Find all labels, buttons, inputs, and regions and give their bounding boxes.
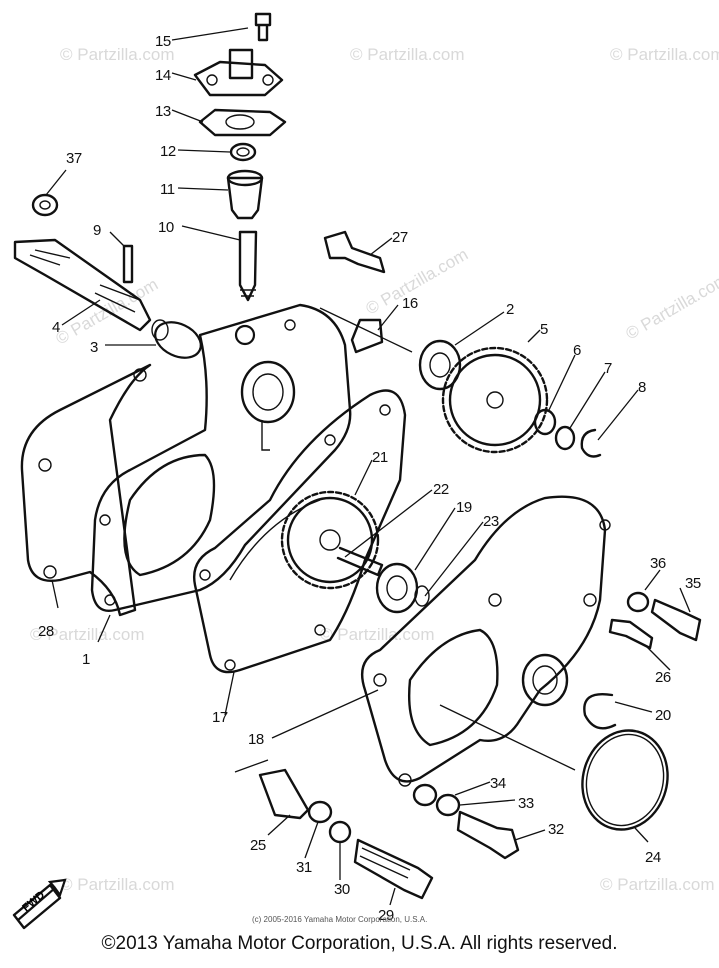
part-gasket-28 (22, 365, 150, 615)
callout-32: 32 (548, 821, 564, 838)
callout-19: 19 (456, 499, 472, 516)
callout-21: 21 (372, 449, 388, 466)
callout-31: 31 (296, 859, 312, 876)
callout-22: 22 (433, 481, 449, 498)
part-oring-24 (571, 721, 678, 839)
watermark: © Partzilla.com (610, 45, 719, 64)
fwd-label: FWD (20, 889, 47, 914)
callout-5: 5 (540, 321, 548, 338)
part-case-1 (92, 305, 350, 611)
callout-14: 14 (155, 67, 171, 84)
callout-26: 26 (655, 669, 671, 686)
callout-23: 23 (483, 513, 499, 530)
part-bottom-fasteners (260, 770, 518, 898)
part-bearing-19 (377, 564, 429, 612)
watermark: © Partzilla.com (600, 875, 715, 894)
part-speedo-stack (195, 14, 285, 300)
part-pin-9 (124, 246, 132, 282)
part-washer-37 (33, 195, 57, 215)
part-bolt-35 (628, 593, 700, 640)
part-bolt-26 (610, 620, 652, 648)
part-bolt-27 (325, 232, 384, 272)
callout-11: 11 (160, 181, 175, 198)
callout-7: 7 (604, 360, 612, 377)
callout-33: 33 (518, 795, 534, 812)
callout-2: 2 (506, 301, 514, 318)
callout-6: 6 (573, 342, 581, 359)
fwd-arrow-icon: FWD (14, 880, 65, 928)
callout-35: 35 (685, 575, 701, 592)
inner-copyright: (c) 2005-2016 Yamaha Motor Corporation, … (252, 915, 427, 924)
callout-3: 3 (90, 339, 98, 356)
callout-16: 16 (402, 295, 418, 312)
part-gear-5 (443, 348, 547, 452)
callout-36: 36 (650, 555, 666, 572)
leader-lines (46, 28, 690, 905)
watermark: © Partzilla.com (60, 875, 175, 894)
part-circlip-20 (584, 694, 615, 728)
callout-labels: 15 14 13 12 11 10 9 37 4 3 27 16 2 5 6 7… (38, 33, 701, 924)
callout-28: 28 (38, 623, 54, 640)
callout-18: 18 (248, 731, 264, 748)
callout-9: 9 (93, 222, 101, 239)
callout-24: 24 (645, 849, 661, 866)
callout-25: 25 (250, 837, 266, 854)
callout-30: 30 (334, 881, 350, 898)
callout-10: 10 (158, 219, 174, 236)
callout-13: 13 (155, 103, 171, 120)
callout-17: 17 (212, 709, 228, 726)
footer-copyright: ©2013 Yamaha Motor Corporation, U.S.A. A… (0, 933, 719, 955)
callout-8: 8 (638, 379, 646, 396)
callout-27: 27 (392, 229, 408, 246)
callout-15: 15 (155, 33, 171, 50)
watermark: © Partzilla.com (350, 45, 465, 64)
callout-1: 1 (82, 651, 90, 668)
callout-20: 20 (655, 707, 671, 724)
callout-12: 12 (160, 143, 176, 160)
callout-4: 4 (52, 319, 60, 336)
callout-37: 37 (66, 150, 82, 167)
watermark: © Partzilla.com (623, 270, 719, 344)
callout-34: 34 (490, 775, 506, 792)
